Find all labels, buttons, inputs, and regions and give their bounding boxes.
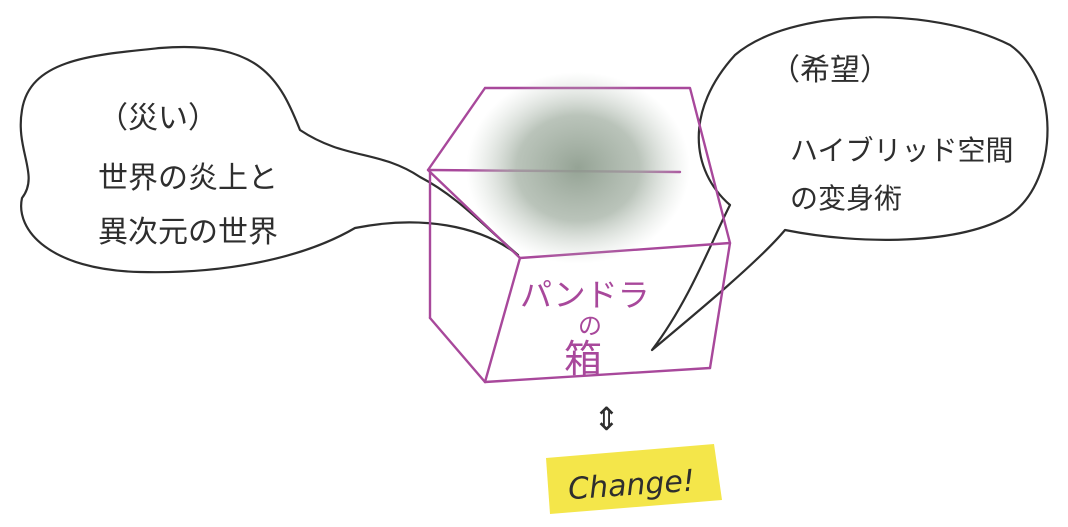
left-speech-bubble: [19, 45, 520, 274]
up-down-arrow-icon: ⇕: [593, 400, 620, 438]
right-bubble-heading: （希望）: [770, 53, 890, 88]
right-bubble-line1: ハイブリッド空間: [790, 134, 1013, 167]
change-sticky-note: Change!: [546, 444, 722, 514]
right-speech-bubble: [650, 16, 1049, 352]
left-bubble-line2: 異次元の世界: [98, 215, 278, 250]
left-bubble-heading: （災い）: [98, 101, 218, 136]
right-bubble-line2: の変身術: [790, 182, 902, 215]
box-label-line1: パンドラ: [520, 276, 650, 314]
left-bubble-line1: 世界の炎上と: [98, 161, 278, 196]
box-label-line2: の: [578, 312, 602, 340]
box-label-line3: 箱: [564, 337, 602, 381]
mystery-glow: [466, 72, 690, 264]
